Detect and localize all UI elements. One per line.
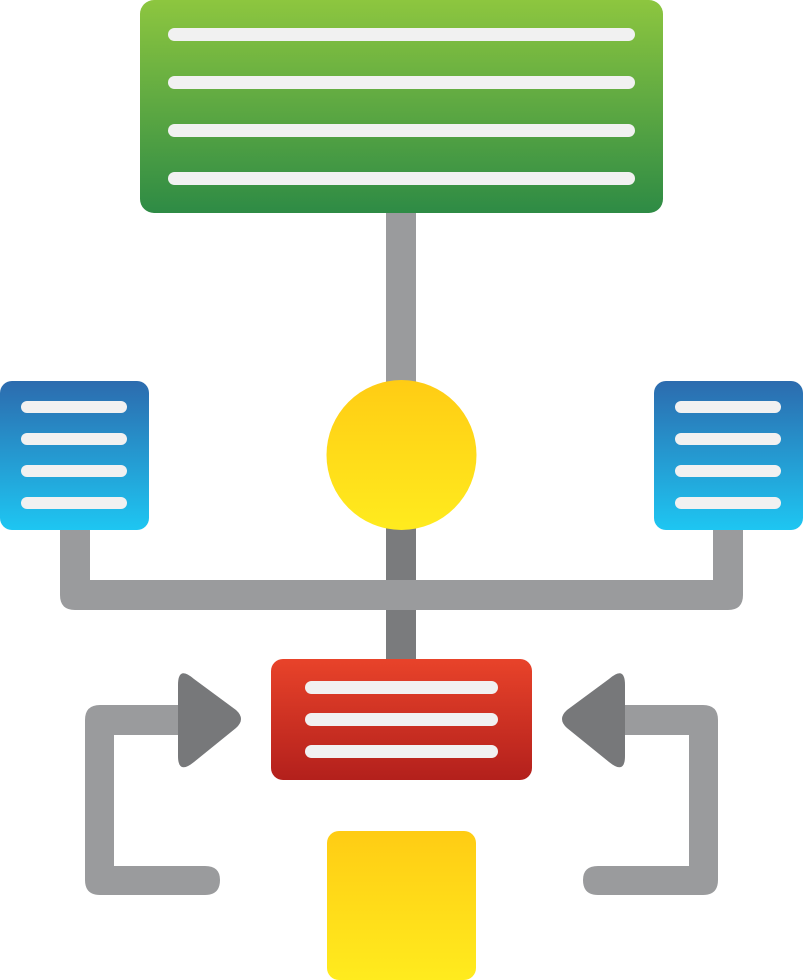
right-block bbox=[654, 381, 803, 530]
horizontal-bus-connector bbox=[60, 525, 743, 610]
process-block bbox=[271, 659, 532, 780]
text-line bbox=[168, 172, 635, 185]
top-block bbox=[140, 0, 663, 213]
text-line bbox=[168, 76, 635, 89]
text-line bbox=[168, 124, 635, 137]
connectors bbox=[60, 210, 743, 895]
bottom-square bbox=[327, 831, 476, 980]
text-line bbox=[305, 681, 498, 694]
text-line bbox=[168, 28, 635, 41]
text-line bbox=[305, 745, 498, 758]
text-line bbox=[305, 713, 498, 726]
left-loop-connector bbox=[85, 705, 220, 895]
text-line bbox=[675, 401, 781, 413]
text-line bbox=[21, 401, 127, 413]
right-block-lines bbox=[675, 401, 781, 509]
text-line bbox=[675, 497, 781, 509]
text-line bbox=[675, 465, 781, 477]
top-vertical-connector bbox=[386, 210, 416, 390]
text-line bbox=[21, 497, 127, 509]
top-block-lines bbox=[168, 28, 635, 185]
right-loop-connector bbox=[583, 705, 718, 895]
process-block-lines bbox=[305, 681, 498, 758]
left-block bbox=[0, 381, 149, 530]
right-arrow-icon bbox=[178, 673, 241, 768]
text-line bbox=[21, 465, 127, 477]
text-line bbox=[21, 433, 127, 445]
text-line bbox=[675, 433, 781, 445]
left-block-lines bbox=[21, 401, 127, 509]
left-arrow-icon bbox=[562, 673, 625, 768]
center-circle bbox=[326, 380, 477, 530]
